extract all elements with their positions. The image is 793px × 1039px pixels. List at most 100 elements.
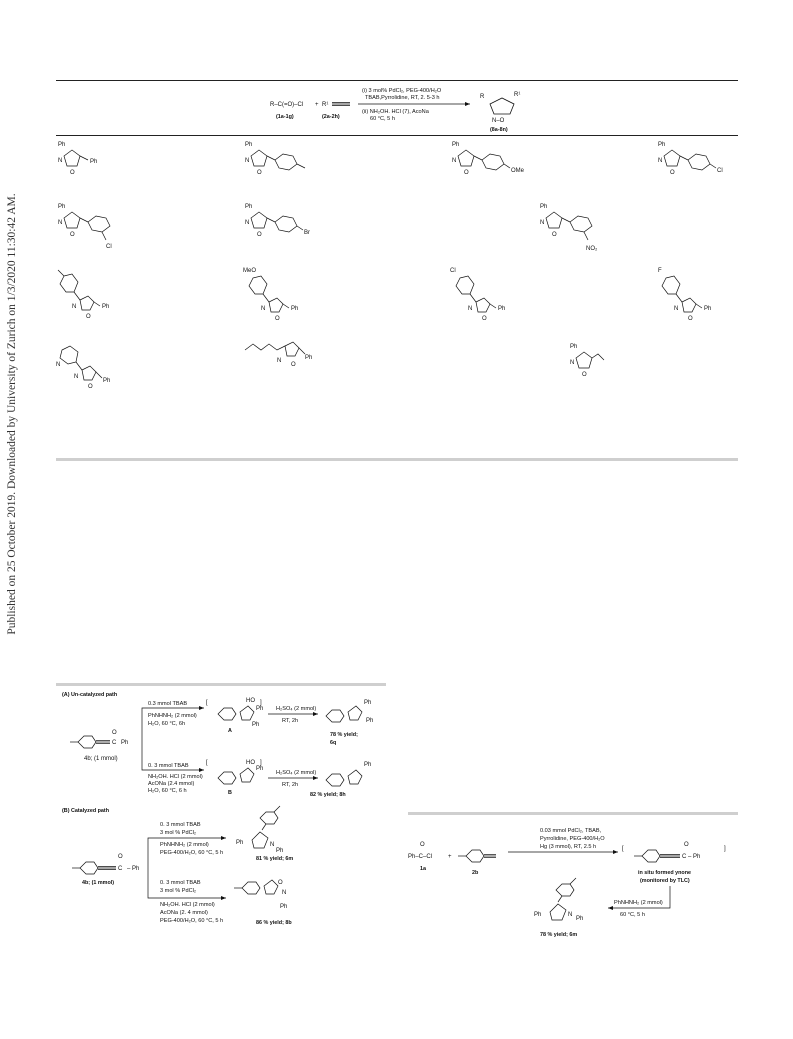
svg-text:0. 3 mmol TBAB: 0. 3 mmol TBAB [160, 822, 201, 828]
svg-text:Ph: Ph [256, 766, 263, 772]
svg-text:86 % yield; 8b: 86 % yield; 8b [256, 920, 292, 926]
svg-text:N: N [282, 890, 286, 896]
svg-text:Cl: Cl [450, 268, 456, 274]
svg-text:O: O [257, 170, 262, 176]
svg-text:HO: HO [246, 760, 255, 766]
svg-text:in situ formed ynone: in situ formed ynone [638, 870, 691, 876]
svg-text:Ph: Ph [121, 740, 128, 746]
svg-text:N: N [270, 842, 274, 848]
svg-text:O: O [86, 314, 91, 320]
svg-text:H₂O, 60 °C, 6h: H₂O, 60 °C, 6h [148, 721, 185, 727]
svg-text:N: N [74, 374, 78, 380]
svg-text:N: N [58, 158, 62, 164]
svg-text:Ph: Ph [452, 142, 459, 148]
svg-text:N–O: N–O [492, 118, 505, 124]
svg-text:C: C [118, 866, 123, 872]
svg-text:Ph: Ph [236, 840, 243, 846]
svg-text:NH₂OH. HCl (2 mmol): NH₂OH. HCl (2 mmol) [148, 774, 203, 780]
svg-text:N: N [658, 158, 662, 164]
svg-text:[: [ [206, 760, 208, 766]
svg-text:NO₂: NO₂ [586, 246, 598, 252]
svg-text:RT, 2h: RT, 2h [282, 718, 298, 724]
svg-text:PhNHNH₂ (2 mmol): PhNHNH₂ (2 mmol) [148, 713, 197, 719]
start-label-a: 4b; (1 mmol) [84, 756, 118, 762]
svg-text:O: O [70, 170, 75, 176]
svg-text:N: N [58, 220, 62, 226]
compound-8d: Ph N O Cl [656, 138, 746, 187]
table-header-rule [56, 135, 738, 136]
svg-text:Ph: Ph [280, 904, 287, 910]
scheme2-top-rule [408, 812, 738, 815]
table-bottom-rule [56, 458, 738, 461]
svg-text:6q: 6q [330, 740, 336, 746]
svg-text:PhNHNH₂ (2 mmol): PhNHNH₂ (2 mmol) [614, 900, 663, 906]
svg-text:60 °C, 5 h: 60 °C, 5 h [370, 116, 395, 122]
svg-text:OMe: OMe [511, 168, 525, 174]
svg-text:H₂SO₄ (2 mmol): H₂SO₄ (2 mmol) [276, 770, 316, 776]
svg-text:O: O [291, 362, 296, 368]
svg-text:O: O [552, 232, 557, 238]
section-b-heading: (B) Catalyzed path [62, 808, 109, 814]
svg-text:Ph: Ph [364, 700, 371, 706]
svg-text:(ii) NH₂OH. HCl (7), AcoNa: (ii) NH₂OH. HCl (7), AcoNa [362, 109, 430, 115]
svg-text:N: N [540, 220, 544, 226]
svg-text:N: N [570, 360, 574, 366]
scheme1-top-rule [56, 683, 386, 686]
svg-text:Ph: Ph [256, 706, 263, 712]
svg-text:Ph: Ph [276, 848, 283, 854]
svg-text:F: F [658, 268, 662, 274]
svg-text:HO: HO [246, 698, 255, 704]
svg-text:Ph: Ph [366, 718, 373, 724]
svg-text:O: O [688, 316, 693, 322]
svg-text:Ph: Ph [498, 306, 505, 312]
svg-text:Ph: Ph [103, 378, 110, 384]
svg-text:R: R [480, 94, 485, 100]
svg-text:]: ] [260, 700, 262, 706]
svg-text:N: N [468, 306, 472, 312]
svg-text:Cl: Cl [717, 168, 723, 174]
svg-text:[: [ [622, 846, 624, 852]
svg-text:PhNHNH₂ (2 mmol): PhNHNH₂ (2 mmol) [160, 842, 209, 848]
svg-text:C – Ph: C – Ph [682, 854, 700, 860]
section-a-heading: (A) Un-catalyzed path [62, 692, 117, 698]
svg-text:O: O [420, 842, 425, 848]
svg-text:O: O [684, 842, 689, 848]
svg-text:B: B [228, 790, 232, 796]
svg-text:PEG-400/H₂O, 60 °C, 5 h: PEG-400/H₂O, 60 °C, 5 h [160, 918, 223, 924]
svg-text:AcONa (2. 4 mmol): AcONa (2. 4 mmol) [160, 910, 208, 916]
svg-text:O: O [670, 170, 675, 176]
svg-text:(monitored by TLC): (monitored by TLC) [640, 878, 690, 884]
svg-text:1a: 1a [420, 866, 427, 872]
svg-text:Ph: Ph [364, 762, 371, 768]
svg-text:H₂SO₄ (2 mmol): H₂SO₄ (2 mmol) [276, 706, 316, 712]
reagent-1a: Ph–C–Cl [408, 854, 432, 860]
svg-text:O: O [70, 232, 75, 238]
svg-text:]: ] [724, 846, 726, 852]
svg-text:N: N [674, 306, 678, 312]
svg-text:Hg (3 mmol), RT, 2.5 h: Hg (3 mmol), RT, 2.5 h [540, 844, 596, 850]
svg-text:N: N [277, 358, 281, 364]
reactant1-label: (1a-1g) [276, 114, 294, 120]
svg-text:Ph: Ph [58, 142, 65, 148]
svg-text:Ph: Ph [658, 142, 665, 148]
svg-text:O: O [482, 316, 487, 322]
svg-text:]: ] [260, 760, 262, 766]
svg-text:N: N [245, 220, 249, 226]
start-label-b: 4b; (1 mmol) [82, 880, 114, 886]
reactant2: R¹ [322, 102, 328, 108]
svg-text:82 % yield; 8h: 82 % yield; 8h [310, 792, 346, 798]
svg-text:2b: 2b [472, 870, 479, 876]
table-reaction-scheme: R–C(=O)–Cl (1a-1g) + R¹ (2a-2h) (i) 3 mo… [270, 88, 520, 133]
svg-text:O: O [582, 372, 587, 378]
svg-text:Ph: Ph [576, 916, 583, 922]
svg-text:Ph: Ph [252, 722, 259, 728]
